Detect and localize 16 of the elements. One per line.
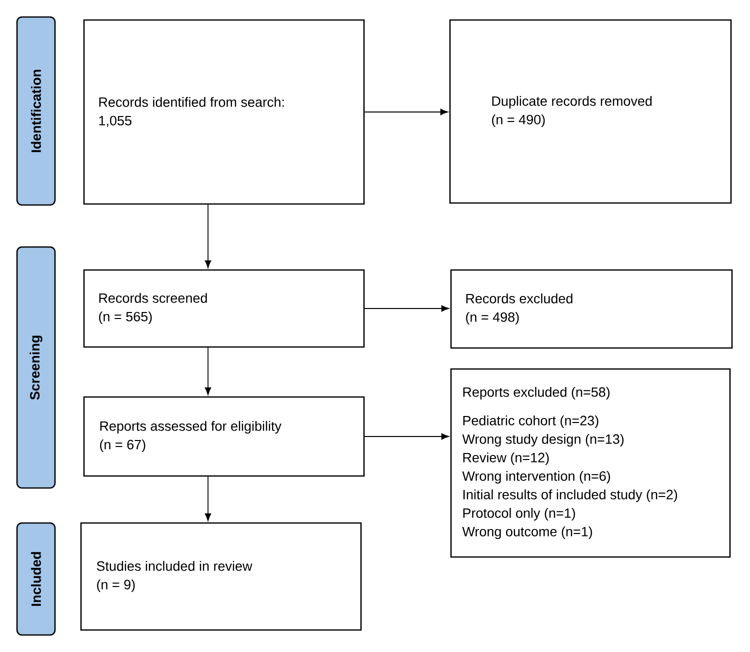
stage-band: Included bbox=[16, 522, 56, 636]
arrow bbox=[204, 476, 212, 521]
arrow bbox=[204, 347, 212, 395]
process-box: Reports assessed for eligibility (n = 67) bbox=[83, 396, 365, 477]
arrow bbox=[204, 204, 212, 268]
process-box: Reports excluded (n=58) Pediatric cohort (n=23) Wrong study design (n=13) Review (n=12) Wrong intervention (n=6) Initial results of included study (n=2) Protocol only (n=1) Wrong outcome (n=1) bbox=[450, 368, 731, 558]
process-box: Records screened (n = 565) bbox=[83, 269, 365, 348]
stage-band: Identification bbox=[16, 16, 56, 206]
stage-band: Screening bbox=[16, 246, 56, 489]
process-box: Duplicate records removed (n = 490) bbox=[449, 19, 732, 204]
process-box: Studies included in review (n = 9) bbox=[80, 522, 362, 631]
arrow bbox=[364, 433, 449, 440]
arrow bbox=[364, 108, 448, 116]
process-box: Records excluded (n = 498) bbox=[450, 269, 733, 349]
process-box: Records identified from search: 1,055 bbox=[83, 19, 365, 205]
arrow bbox=[364, 305, 449, 312]
